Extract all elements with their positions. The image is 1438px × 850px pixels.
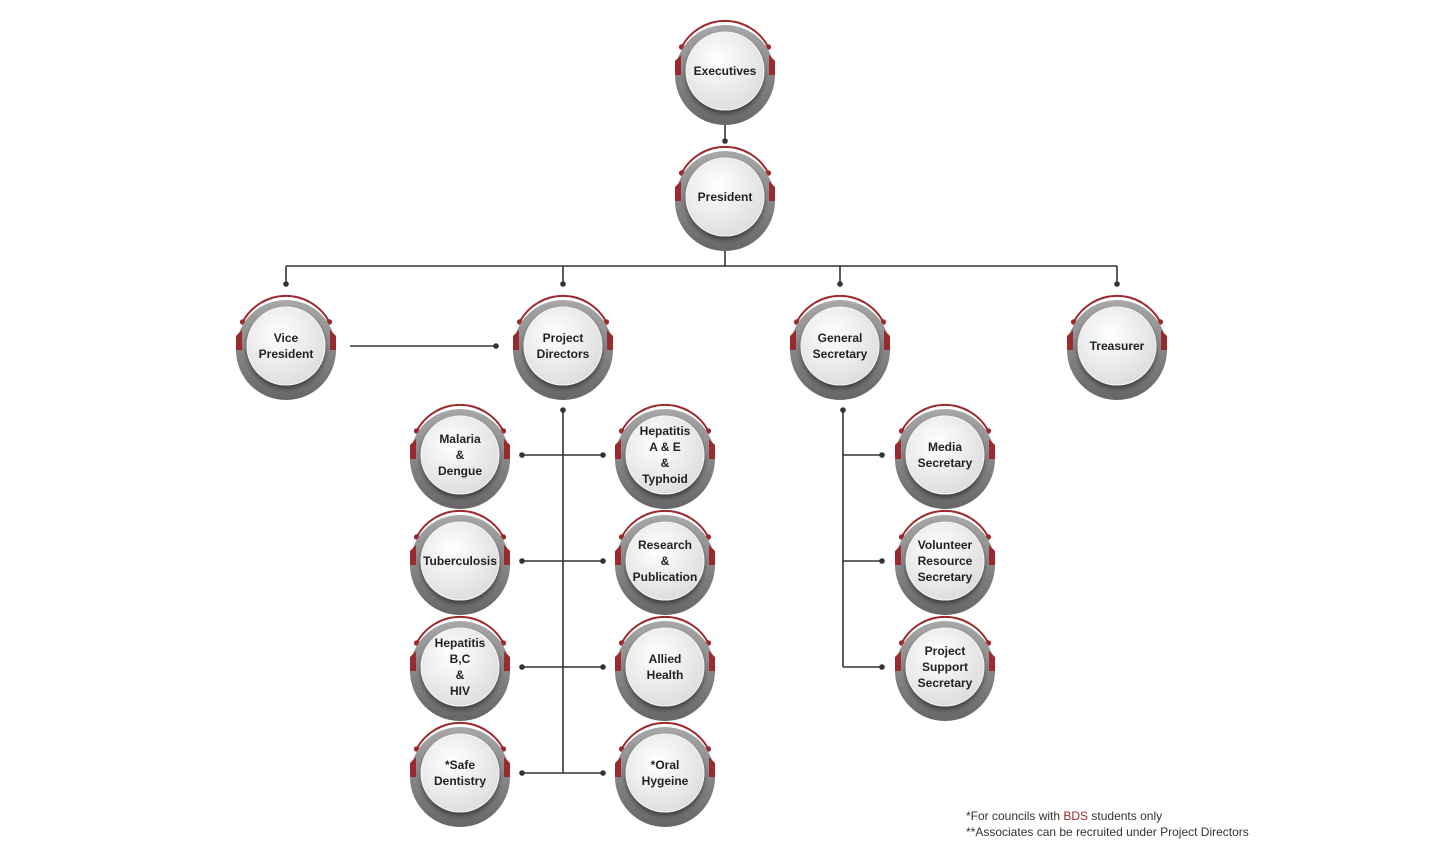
circle-badge-icon <box>895 404 995 509</box>
circle-badge-icon <box>675 146 775 251</box>
node-label: *Safe Dentistry <box>433 758 486 788</box>
node-allied-health: Allied Health <box>610 612 720 722</box>
node-project-directors: Project Directors <box>508 291 618 401</box>
connector-dot <box>519 770 525 776</box>
connector-dot <box>840 407 846 413</box>
node-label: *Oral Hygeine <box>641 758 689 788</box>
node-safe-dentistry: *Safe Dentistry <box>405 718 515 828</box>
circle-badge-icon <box>410 404 510 509</box>
connector-dot <box>722 138 728 144</box>
node-label: Research & Publication <box>632 538 698 584</box>
connector-dot <box>1114 281 1120 287</box>
circle-badge-icon <box>236 295 336 400</box>
node-label: Project Support Secretary <box>917 644 973 690</box>
node-executives: Executives <box>670 16 780 126</box>
connector-dot <box>283 281 289 287</box>
node-label: Media Secretary <box>917 440 973 470</box>
node-vice-president: Vice President <box>231 291 341 401</box>
node-malaria-dengue: Malaria & Dengue <box>405 400 515 510</box>
node-treasurer: Treasurer <box>1062 291 1172 401</box>
node-research-publication: Research & Publication <box>610 506 720 616</box>
circle-badge-icon <box>615 510 715 615</box>
node-tuberculosis: Tuberculosis <box>405 506 515 616</box>
node-project-support-secretary: Project Support Secretary <box>890 612 1000 722</box>
footnote-text: students only <box>1088 809 1163 823</box>
connector-dot <box>879 664 885 670</box>
footnotes: *For councils with BDS students only **A… <box>966 808 1249 840</box>
connector-dot <box>493 343 499 349</box>
node-label: President <box>697 190 753 204</box>
connector-dot <box>600 770 606 776</box>
node-label: Volunteer Resource Secretary <box>917 538 973 584</box>
footnote-highlight: BDS <box>1063 809 1089 823</box>
circle-badge-icon <box>790 295 890 400</box>
connector-dot <box>600 558 606 564</box>
circle-badge-icon <box>513 295 613 400</box>
connector-dot <box>519 664 525 670</box>
node-volunteer-resource-secretary: Volunteer Resource Secretary <box>890 506 1000 616</box>
node-president: President <box>670 142 780 252</box>
node-label: Project Directors <box>536 331 590 361</box>
circle-badge-icon <box>895 616 995 721</box>
connector-dot <box>519 558 525 564</box>
connector-dot <box>837 281 843 287</box>
node-general-secretary: General Secretary <box>785 291 895 401</box>
circle-badge-icon <box>895 510 995 615</box>
circle-badge-icon <box>615 616 715 721</box>
node-hepatitis-ae-typhoid: Hepatitis A & E & Typhoid <box>610 400 720 510</box>
footnote-text: *For councils with <box>966 809 1064 823</box>
node-label: Allied Health <box>646 652 684 682</box>
circle-badge-icon <box>615 404 715 509</box>
node-oral-hygeine: *Oral Hygeine <box>610 718 720 828</box>
node-label: Executives <box>693 64 757 78</box>
node-label: Treasurer <box>1089 339 1145 353</box>
circle-badge-icon <box>410 510 510 615</box>
connector-dot <box>519 452 525 458</box>
connector-dot <box>560 281 566 287</box>
node-label: Malaria & Dengue <box>437 432 482 478</box>
footnote-bds: *For councils with BDS students only <box>966 808 1249 824</box>
connector-dot <box>600 664 606 670</box>
node-label: General Secretary <box>812 331 868 361</box>
node-label: Hepatitis B,C & HIV <box>434 636 486 698</box>
node-label: Vice President <box>258 331 314 361</box>
node-label: Tuberculosis <box>423 554 497 568</box>
circle-badge-icon <box>675 20 775 125</box>
connector-dot <box>600 452 606 458</box>
circle-badge-icon <box>410 722 510 827</box>
node-hepatitis-bc-hiv: Hepatitis B,C & HIV <box>405 612 515 722</box>
circle-badge-icon <box>410 616 510 721</box>
node-media-secretary: Media Secretary <box>890 400 1000 510</box>
connector-dot <box>560 407 566 413</box>
connector-dot <box>879 558 885 564</box>
circle-badge-icon <box>615 722 715 827</box>
footnote-associates: **Associates can be recruited under Proj… <box>966 825 1249 839</box>
connector-dot <box>879 452 885 458</box>
circle-badge-icon <box>1067 295 1167 400</box>
node-label: Hepatitis A & E & Typhoid <box>639 424 691 486</box>
